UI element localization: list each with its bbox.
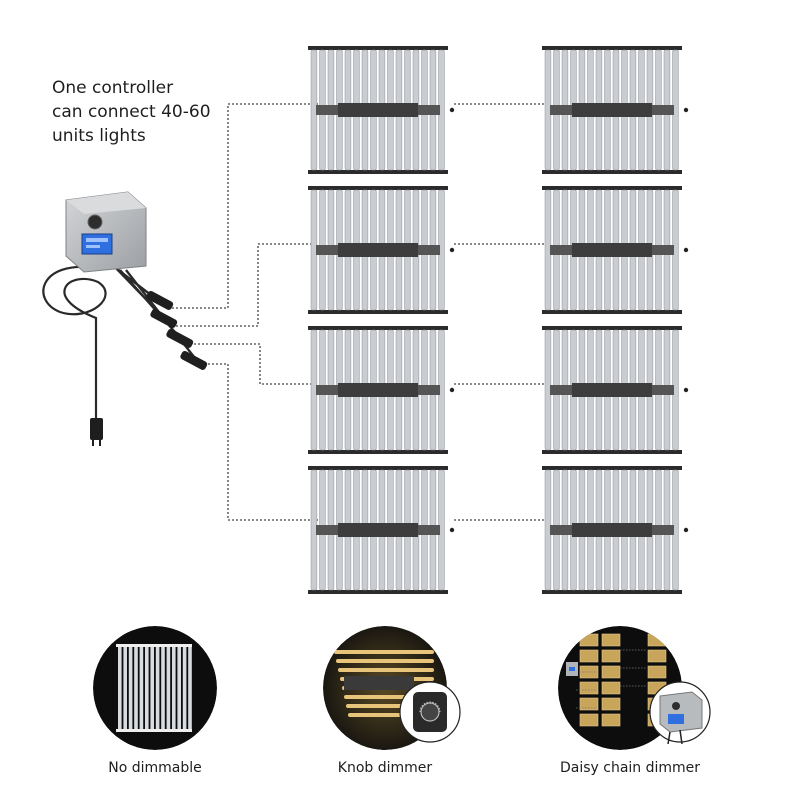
mode-icon-knob-dimmer [323,626,461,750]
connector-dot [449,247,455,253]
mode-icon-no-dimmable [93,626,217,750]
power-plug [90,418,103,440]
driver-box [572,243,652,257]
connector-dot [683,527,689,533]
driver-box [338,243,418,257]
chain-panel [579,633,599,647]
caption-knob-dimmer: Knob dimmer [337,760,433,776]
fixture-frame-top [542,46,682,50]
light-fixture-r3-c1 [308,326,455,454]
chain-panel [579,649,599,663]
warm-bar [338,668,434,672]
fixture-frame-top [308,466,448,470]
icon-frame-top [116,644,192,647]
chain-panel [579,713,599,727]
icon-frame-bottom [116,729,192,732]
driver-box [338,523,418,537]
chain-panel [601,697,621,711]
icon-bar [182,646,187,730]
icon-bar [145,646,149,730]
fixture-grid [308,46,689,594]
fixture-frame-bottom [308,450,448,454]
caption-daisy-chain-dimmer: Daisy chain dimmer [559,760,701,776]
warm-bar [334,650,434,654]
cable-run-row-3 [190,343,318,385]
power-cord [42,265,107,420]
driver-box [572,383,652,397]
icon-bar [123,646,127,730]
icon-bar [166,646,171,730]
icon-bar [118,646,122,730]
chain-panel [579,681,599,695]
icon-bar [177,646,181,730]
icon-bar [150,646,154,730]
mode-icon-daisy-chain [558,626,711,750]
headline-line-2: can connect 40-60 [52,102,211,122]
icon-bar [134,646,138,730]
fixture-frame-bottom [308,590,448,594]
icon-bar [128,646,133,730]
headline-line-3: units lights [52,126,146,146]
chain-panel [579,697,599,711]
chain-panel [647,633,667,647]
connector-dot [683,247,689,253]
fixture-frame-top [542,326,682,330]
chain-panel [601,649,621,663]
fixture-frame-bottom [542,170,682,174]
controller-knob [87,214,103,230]
connector-dot [449,527,455,533]
fixture-frame-top [542,186,682,190]
light-fixture-r3-c2 [542,326,689,454]
chain-panel [601,665,621,679]
chain-panel [601,713,621,727]
light-fixture-r2-c1 [308,186,455,314]
connector-dot [449,387,455,393]
fixture-frame-top [308,186,448,190]
icon-bar [188,646,192,730]
driver-box [338,383,418,397]
fixture-frame-bottom [542,450,682,454]
icon-bar [172,646,176,730]
connector-dot [683,107,689,113]
fixture-frame-bottom [308,170,448,174]
headline: One controller can connect 40-60 units l… [52,76,252,148]
controller-screen [81,233,113,255]
dotted-cables [172,103,550,521]
driver-box [572,103,652,117]
connector-dot [683,387,689,393]
chain-panel [647,649,667,663]
light-fixture-r4-c2 [542,466,689,594]
light-fixture-r1-c1 [308,46,455,174]
fixture-frame-top [542,466,682,470]
fixture-frame-bottom [542,590,682,594]
chain-panel [601,633,621,647]
fixture-frame-bottom [308,310,448,314]
chain-panel [647,665,667,679]
connector-dot [449,107,455,113]
fixture-frame-top [308,46,448,50]
cable-run-row-2 [172,243,318,327]
caption-no-dimmable: No dimmable [108,760,202,776]
icon-bar [139,646,144,730]
driver-box [572,523,652,537]
driver-box [338,103,418,117]
headline-line-1: One controller [52,78,174,98]
light-fixture-r4-c1 [308,466,455,594]
fixture-frame-bottom [542,310,682,314]
icon-bar [161,646,165,730]
light-fixture-r1-c2 [542,46,689,174]
icon-bar [155,646,160,730]
warm-bar [336,659,434,663]
controller [42,191,208,446]
chain-panel [601,681,621,695]
cable-run-row-1 [172,103,318,309]
knob-icon [420,702,440,722]
cable-run-row-4 [200,363,318,521]
light-fixture-r2-c2 [542,186,689,314]
fixture-frame-top [308,326,448,330]
